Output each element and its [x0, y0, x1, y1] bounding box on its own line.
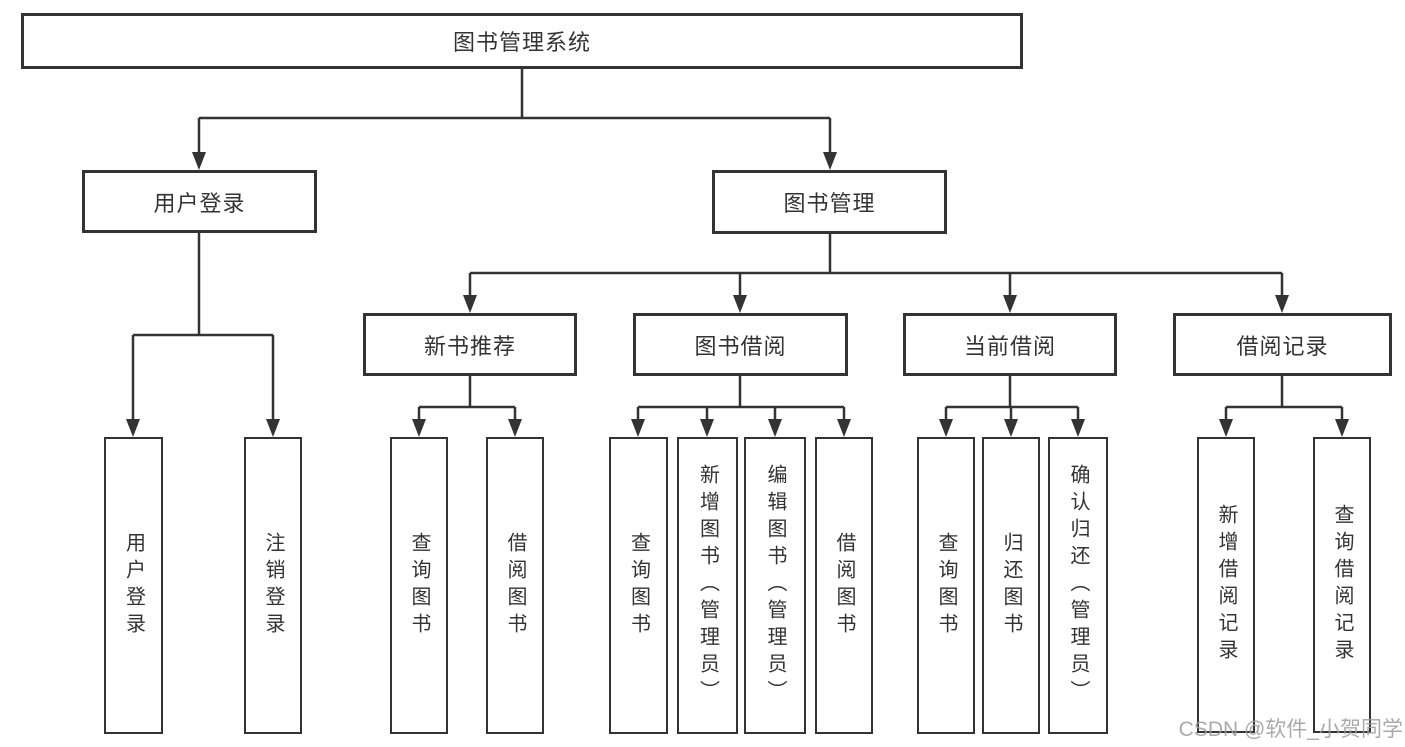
node-current-borrow-label: 当前借阅	[963, 333, 1056, 359]
leaf-user-login: 用户登录	[104, 437, 163, 734]
node-borrow-records: 借阅记录	[1173, 313, 1392, 376]
edge-book-borrow-children	[631, 376, 851, 437]
csdn-watermark: CSDN @软件_小贺同学	[1178, 718, 1403, 741]
edge-borrow-records-children	[1219, 376, 1349, 437]
node-book-borrow: 图书借阅	[633, 313, 848, 376]
leaf-return-books-label: 归还图书	[1000, 531, 1022, 640]
leaf-logout-label: 注销登录	[262, 531, 284, 640]
leaf-edit-book-admin-label: 编辑图书（管理员）	[764, 464, 786, 707]
leaf-borrow-books-1: 借阅图书	[486, 437, 544, 734]
node-book-management: 图书管理	[712, 170, 947, 234]
node-borrow-records-label: 借阅记录	[1236, 333, 1329, 359]
node-book-management-label: 图书管理	[783, 191, 876, 216]
edge-book-mgmt-children	[463, 234, 1289, 313]
leaf-borrow-books-1-label: 借阅图书	[504, 531, 526, 640]
leaf-query-borrow-record-label: 查询借阅记录	[1331, 504, 1353, 666]
leaf-borrow-books-2: 借阅图书	[815, 437, 873, 734]
leaf-query-books-1: 查询图书	[390, 437, 448, 734]
leaf-query-books-2-label: 查询图书	[627, 531, 650, 640]
leaf-edit-book-admin: 编辑图书（管理员）	[744, 437, 806, 734]
leaf-add-borrow-record: 新增借阅记录	[1197, 437, 1255, 733]
leaf-add-book-admin: 新增图书（管理员）	[677, 437, 738, 734]
node-new-book-recommend: 新书推荐	[363, 313, 577, 376]
leaf-add-borrow-record-label: 新增借阅记录	[1215, 504, 1237, 666]
node-user-login-label: 用户登录	[153, 190, 246, 216]
leaf-query-books-2: 查询图书	[609, 437, 668, 734]
leaf-borrow-books-2-label: 借阅图书	[833, 531, 855, 640]
leaf-query-books-3: 查询图书	[917, 437, 975, 734]
leaf-logout: 注销登录	[244, 437, 302, 734]
node-user-login: 用户登录	[82, 170, 317, 233]
edge-current-borrow-children	[939, 376, 1085, 437]
edge-new-book-rec-children	[412, 376, 522, 437]
node-book-borrow-label: 图书借阅	[694, 333, 787, 359]
leaf-user-login-label: 用户登录	[122, 531, 145, 640]
edge-root-to-level2	[192, 69, 837, 170]
leaf-query-borrow-record: 查询借阅记录	[1313, 437, 1371, 733]
leaf-add-book-admin-label: 新增图书（管理员）	[696, 464, 719, 707]
node-root: 图书管理系统	[21, 13, 1023, 69]
node-new-book-recommend-label: 新书推荐	[423, 333, 516, 359]
leaf-confirm-return-admin: 确认归还（管理员）	[1048, 437, 1108, 734]
leaf-return-books: 归还图书	[982, 437, 1040, 734]
node-current-borrow: 当前借阅	[903, 313, 1117, 376]
leaf-query-books-1-label: 查询图书	[408, 531, 430, 640]
leaf-confirm-return-admin-label: 确认归还（管理员）	[1067, 464, 1089, 707]
leaf-query-books-3-label: 查询图书	[935, 531, 957, 640]
node-root-label: 图书管理系统	[452, 30, 591, 55]
edge-user-login-children	[126, 233, 280, 437]
